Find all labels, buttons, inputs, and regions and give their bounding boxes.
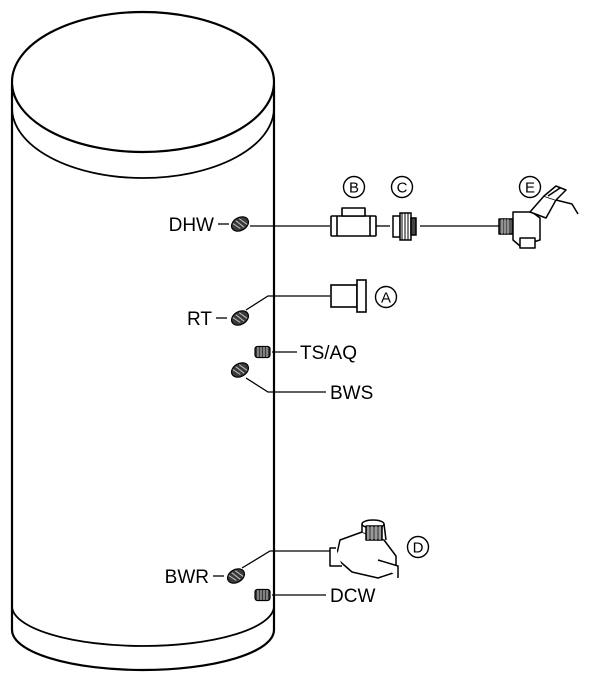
bwr-label: BWR (165, 567, 209, 588)
callout-c: C (390, 175, 414, 199)
ts-aq-label: TS/AQ (300, 343, 357, 364)
callout-b-label: B (349, 180, 359, 197)
tee-fitting-b (330, 207, 377, 237)
callout-d: D (406, 535, 430, 559)
callout-a-label: A (381, 290, 391, 307)
storage-tank (10, 10, 276, 672)
bws-label: BWS (330, 383, 373, 404)
callout-e-label: E (525, 180, 535, 197)
rt-port-fitting (230, 310, 250, 326)
relief-valve-e (498, 185, 579, 249)
callout-c-label: C (397, 180, 408, 197)
dhw-label: DHW (169, 215, 214, 236)
dcw-label: DCW (330, 586, 375, 607)
ts-aq-port-fitting (254, 345, 271, 359)
port-labels: DHW RT TS/AQ BWS BWR DCW (165, 215, 376, 607)
callout-e: E (518, 175, 542, 199)
leader-lines (213, 223, 500, 596)
rt-label: RT (187, 309, 212, 330)
callout-b: B (342, 175, 366, 199)
dcw-port-fitting (254, 588, 271, 602)
bwr-port-fitting (226, 568, 246, 584)
part-callouts: B C E A D (342, 175, 542, 559)
bws-port-fitting (230, 362, 250, 378)
callout-a: A (374, 285, 398, 309)
nipple-c (392, 212, 417, 241)
plug-a (330, 279, 367, 313)
callout-d-label: D (413, 540, 424, 557)
drain-valve-d (329, 519, 399, 579)
dhw-port-fitting (230, 216, 250, 232)
